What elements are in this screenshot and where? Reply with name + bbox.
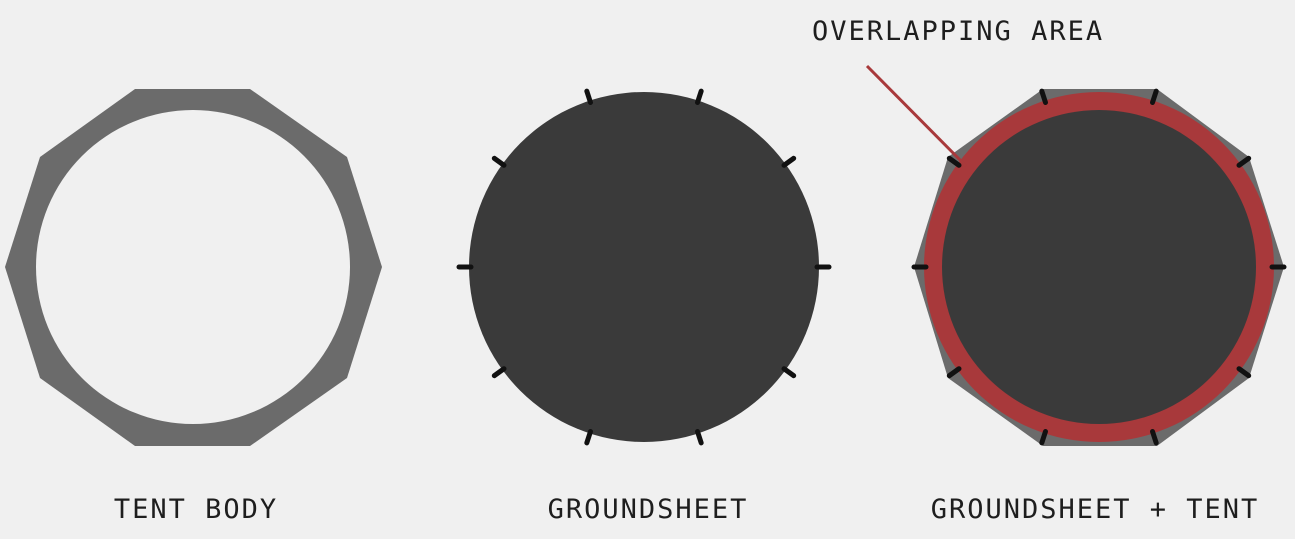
combined-figure <box>911 88 1287 446</box>
peg-mark <box>1236 366 1252 379</box>
peg-mark <box>1039 429 1048 446</box>
groundsheet-figure <box>456 88 832 446</box>
peg-mark <box>1150 88 1159 105</box>
tent-body-opening <box>36 110 350 424</box>
peg-mark <box>584 429 593 446</box>
caption-combined: GROUNDSHEET + TENT <box>931 494 1260 525</box>
peg-mark <box>584 88 593 105</box>
peg-mark <box>491 366 507 379</box>
peg-mark <box>695 429 704 446</box>
peg-mark <box>491 155 507 168</box>
caption-groundsheet: GROUNDSHEET <box>548 494 749 525</box>
peg-mark <box>946 366 962 379</box>
peg-mark <box>946 155 962 168</box>
caption-tent-body: TENT BODY <box>114 494 278 525</box>
combined-pegs <box>911 88 1287 446</box>
peg-mark <box>1039 88 1048 105</box>
overlap-callout-label: OVERLAPPING AREA <box>812 16 1104 47</box>
peg-mark <box>1236 155 1252 168</box>
peg-mark <box>781 366 797 379</box>
groundsheet-pegs <box>456 88 832 446</box>
peg-mark <box>1150 429 1159 446</box>
peg-mark <box>781 155 797 168</box>
groundsheet-disc <box>469 92 819 442</box>
combined-groundsheet-center <box>942 110 1256 424</box>
tent-body-figure <box>5 89 382 446</box>
peg-mark <box>695 88 704 105</box>
overlap-callout-line <box>865 64 968 168</box>
